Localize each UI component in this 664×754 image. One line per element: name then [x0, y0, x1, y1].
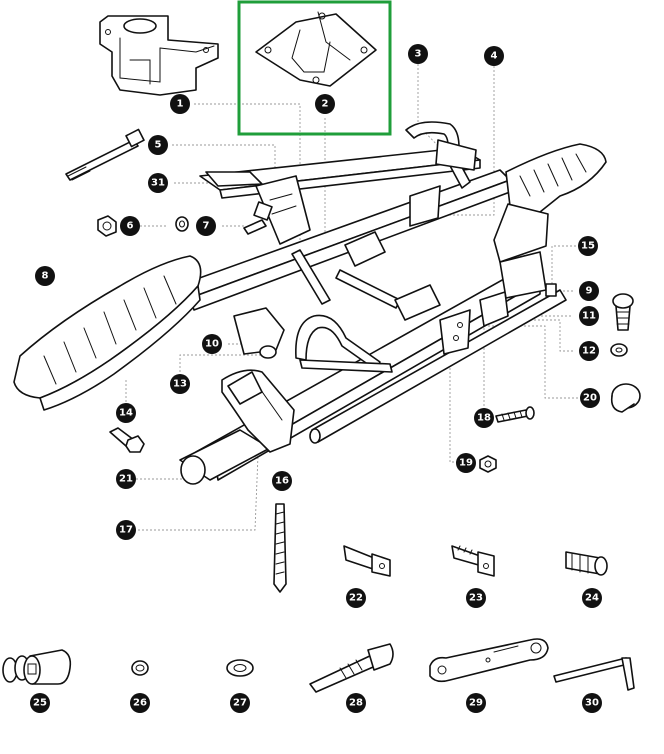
part-30-hex-key [553, 657, 635, 691]
callout-25: 25 [30, 693, 50, 713]
svg-text:24: 24 [585, 593, 599, 604]
part-27-flat-washer [226, 659, 254, 677]
callout-31: 31 [148, 173, 168, 193]
part-4-wheel-tray [493, 143, 607, 263]
callout-10: 10 [202, 334, 222, 354]
part-19-nut [479, 455, 497, 473]
front-hoop [295, 314, 393, 373]
part-26-lock-washer [131, 660, 149, 676]
callout-2: 2 [315, 94, 335, 114]
part-7-bolt [243, 201, 273, 235]
part-14-bolt [109, 427, 145, 453]
part-17-clamp [221, 369, 295, 453]
callout-29: 29 [466, 693, 486, 713]
svg-text:15: 15 [581, 241, 595, 252]
callout-14: 14 [116, 403, 136, 423]
part-10-clamp [233, 307, 285, 359]
svg-text:30: 30 [585, 698, 599, 709]
callout-21: 21 [116, 469, 136, 489]
svg-text:16: 16 [275, 476, 289, 487]
part-24-lock-cylinder [565, 551, 608, 576]
svg-text:1: 1 [177, 99, 184, 110]
part-12-washer [610, 343, 628, 357]
part-8-front-wheel-tray [13, 255, 202, 411]
callout-26: 26 [130, 693, 150, 713]
callout-30: 30 [582, 693, 602, 713]
callout-24: 24 [582, 588, 602, 608]
part-23-key [451, 545, 495, 577]
svg-text:19: 19 [459, 458, 473, 469]
part-16-strap [273, 503, 287, 593]
callout-20: 20 [580, 388, 600, 408]
part-20-cap [610, 383, 641, 413]
svg-text:8: 8 [42, 271, 49, 282]
part-6-nut [97, 215, 117, 237]
part-2-bracket-plate [255, 11, 377, 87]
svg-text:29: 29 [469, 698, 483, 709]
callout-18: 18 [474, 408, 494, 428]
callout-22: 22 [346, 588, 366, 608]
callout-28: 28 [346, 693, 366, 713]
svg-text:3: 3 [415, 49, 422, 60]
callout-7: 7 [196, 216, 216, 236]
part-28-bolt [309, 643, 394, 693]
callout-4: 4 [484, 46, 504, 66]
callout-16: 16 [272, 471, 292, 491]
svg-text:22: 22 [349, 593, 363, 604]
callouts: 1 2 3 4 5 6 7 8 9 10 11 12 13 14 15 16 1… [30, 44, 602, 713]
svg-text:13: 13 [173, 379, 187, 390]
part-22-key [343, 545, 391, 577]
callout-27: 27 [230, 693, 250, 713]
callout-23: 23 [466, 588, 486, 608]
part-1-upper-bracket [99, 15, 219, 96]
callout-19: 19 [456, 453, 476, 473]
svg-text:26: 26 [133, 698, 147, 709]
callout-12: 12 [579, 341, 599, 361]
part-5-long-bolt [65, 128, 145, 181]
svg-text:21: 21 [119, 474, 133, 485]
callout-11: 11 [579, 306, 599, 326]
callout-6: 6 [120, 216, 140, 236]
part-3-hoop-handle [405, 121, 477, 189]
callout-17: 17 [116, 520, 136, 540]
svg-text:12: 12 [582, 346, 596, 357]
part-25-lock-core [2, 649, 72, 685]
part-11-bolt [612, 293, 634, 331]
part-29-wrench [429, 638, 549, 683]
svg-text:20: 20 [583, 393, 597, 404]
svg-text:7: 7 [203, 221, 210, 232]
svg-text:5: 5 [155, 140, 162, 151]
svg-text:10: 10 [205, 339, 219, 350]
part-31-hitch-stub [205, 171, 311, 245]
svg-text:18: 18 [477, 413, 491, 424]
svg-text:6: 6 [127, 221, 134, 232]
callout-3: 3 [408, 44, 428, 64]
svg-text:28: 28 [349, 698, 363, 709]
svg-text:2: 2 [322, 99, 329, 110]
svg-text:9: 9 [586, 286, 593, 297]
svg-text:27: 27 [233, 698, 247, 709]
part-9-nut [545, 283, 557, 297]
part-6-washer [175, 216, 189, 232]
svg-text:17: 17 [119, 525, 133, 536]
callout-5: 5 [148, 135, 168, 155]
callout-1: 1 [170, 94, 190, 114]
svg-text:25: 25 [33, 698, 47, 709]
callout-8: 8 [35, 266, 55, 286]
callout-15: 15 [578, 236, 598, 256]
callout-9: 9 [579, 281, 599, 301]
callout-13: 13 [170, 374, 190, 394]
svg-text:4: 4 [491, 51, 498, 62]
svg-text:14: 14 [119, 408, 133, 419]
part-18-screw [495, 406, 535, 423]
svg-text:23: 23 [469, 593, 483, 604]
highlight-box [237, 0, 392, 136]
svg-text:31: 31 [151, 178, 165, 189]
svg-text:11: 11 [582, 311, 596, 322]
